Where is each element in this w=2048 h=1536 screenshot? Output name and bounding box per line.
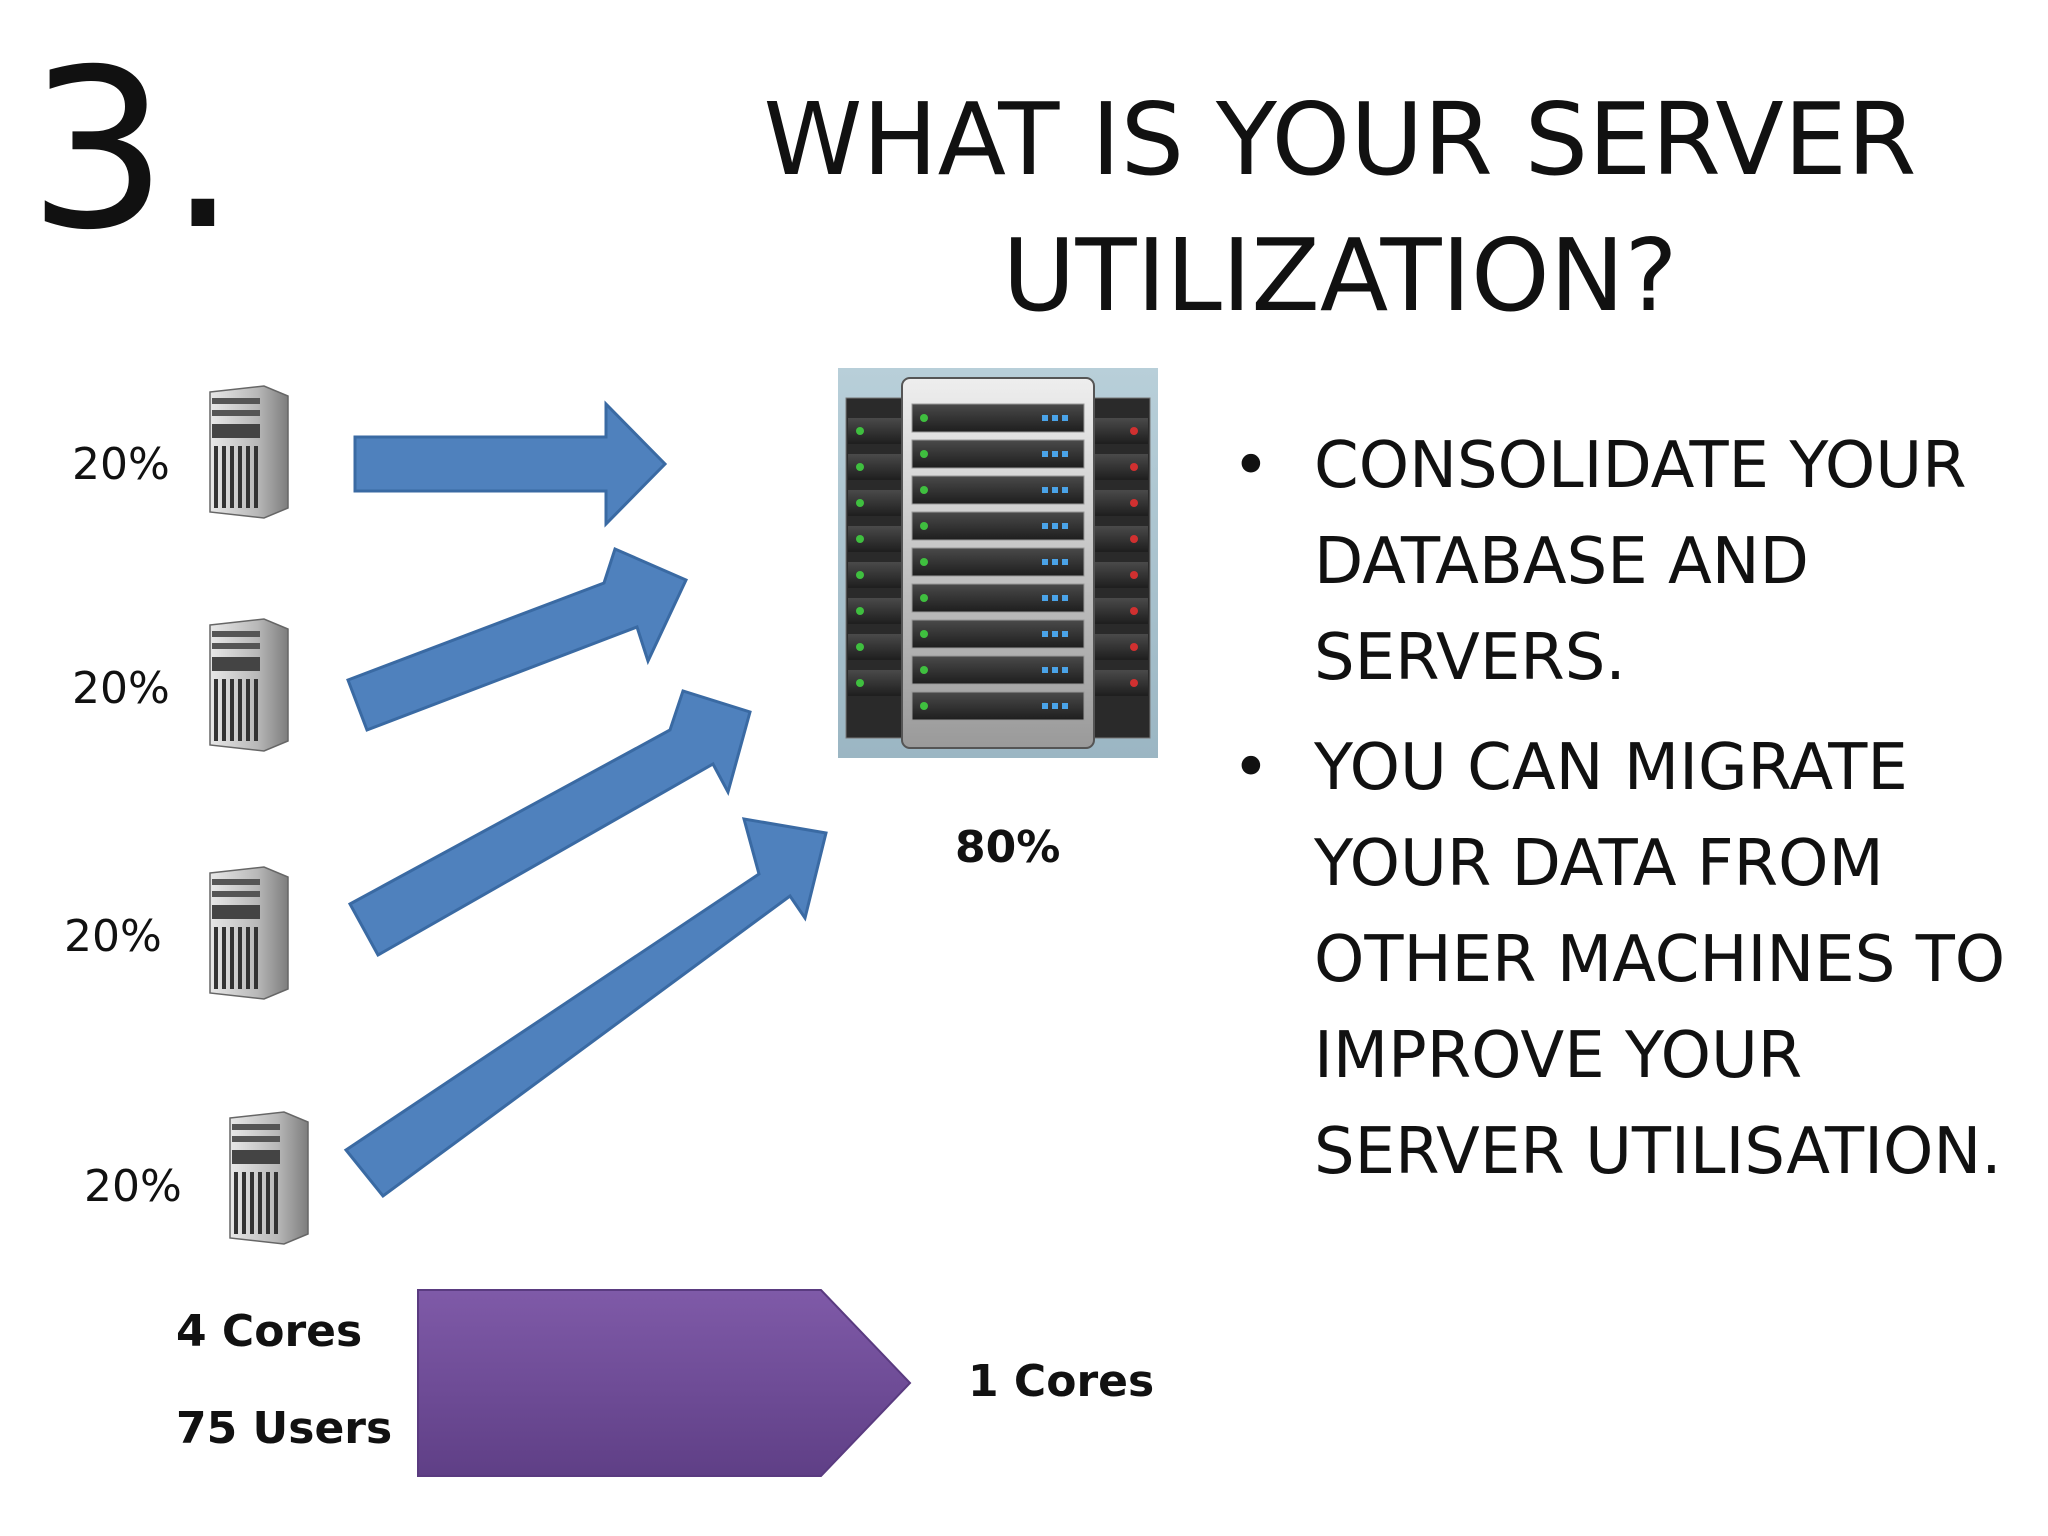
slide-title: WHAT IS YOUR SERVER UTILIZATION? — [740, 72, 1940, 344]
bullet-list: • CONSOLIDATE YOUR DATABASE AND SERVERS.… — [1232, 418, 2012, 1214]
bullet-item: • CONSOLIDATE YOUR DATABASE AND SERVERS. — [1232, 418, 2012, 706]
server-tower-icon — [229, 1111, 309, 1245]
migration-arrow-4 — [343, 817, 828, 1199]
migration-arrow-1 — [353, 400, 668, 528]
slide-title-line-1: WHAT IS YOUR SERVER — [763, 81, 1917, 198]
bullet-dot: • — [1232, 731, 1270, 805]
server-tower-icon — [209, 618, 289, 752]
bullet-text: YOU CAN MIGRATE YOUR DATA FROM OTHER MAC… — [1314, 731, 2006, 1189]
server-tower-icon — [209, 866, 289, 1000]
migration-arrow-2 — [346, 546, 689, 732]
slide-number: 3. — [28, 22, 238, 278]
migration-arrow-3 — [347, 689, 752, 958]
target-cores-label: 1 Cores — [968, 1356, 1155, 1407]
bullet-text: CONSOLIDATE YOUR DATABASE AND SERVERS. — [1314, 429, 1967, 695]
consolidated-utilization: 80% — [955, 822, 1061, 873]
server-2-utilization: 20% — [72, 663, 170, 714]
server-tower-icon — [209, 385, 289, 519]
server-1-utilization: 20% — [72, 439, 170, 490]
server-3-utilization: 20% — [64, 911, 162, 962]
consolidation-arrow — [417, 1289, 912, 1477]
bullet-dot: • — [1232, 429, 1270, 503]
slide-title-line-2: UTILIZATION? — [1002, 217, 1678, 334]
server-4-utilization: 20% — [84, 1161, 182, 1212]
source-users-label: 75 Users — [176, 1403, 393, 1454]
server-rack-icon — [838, 368, 1158, 758]
bullet-item: • YOU CAN MIGRATE YOUR DATA FROM OTHER M… — [1232, 720, 2012, 1200]
source-cores-label: 4 Cores — [176, 1306, 363, 1357]
